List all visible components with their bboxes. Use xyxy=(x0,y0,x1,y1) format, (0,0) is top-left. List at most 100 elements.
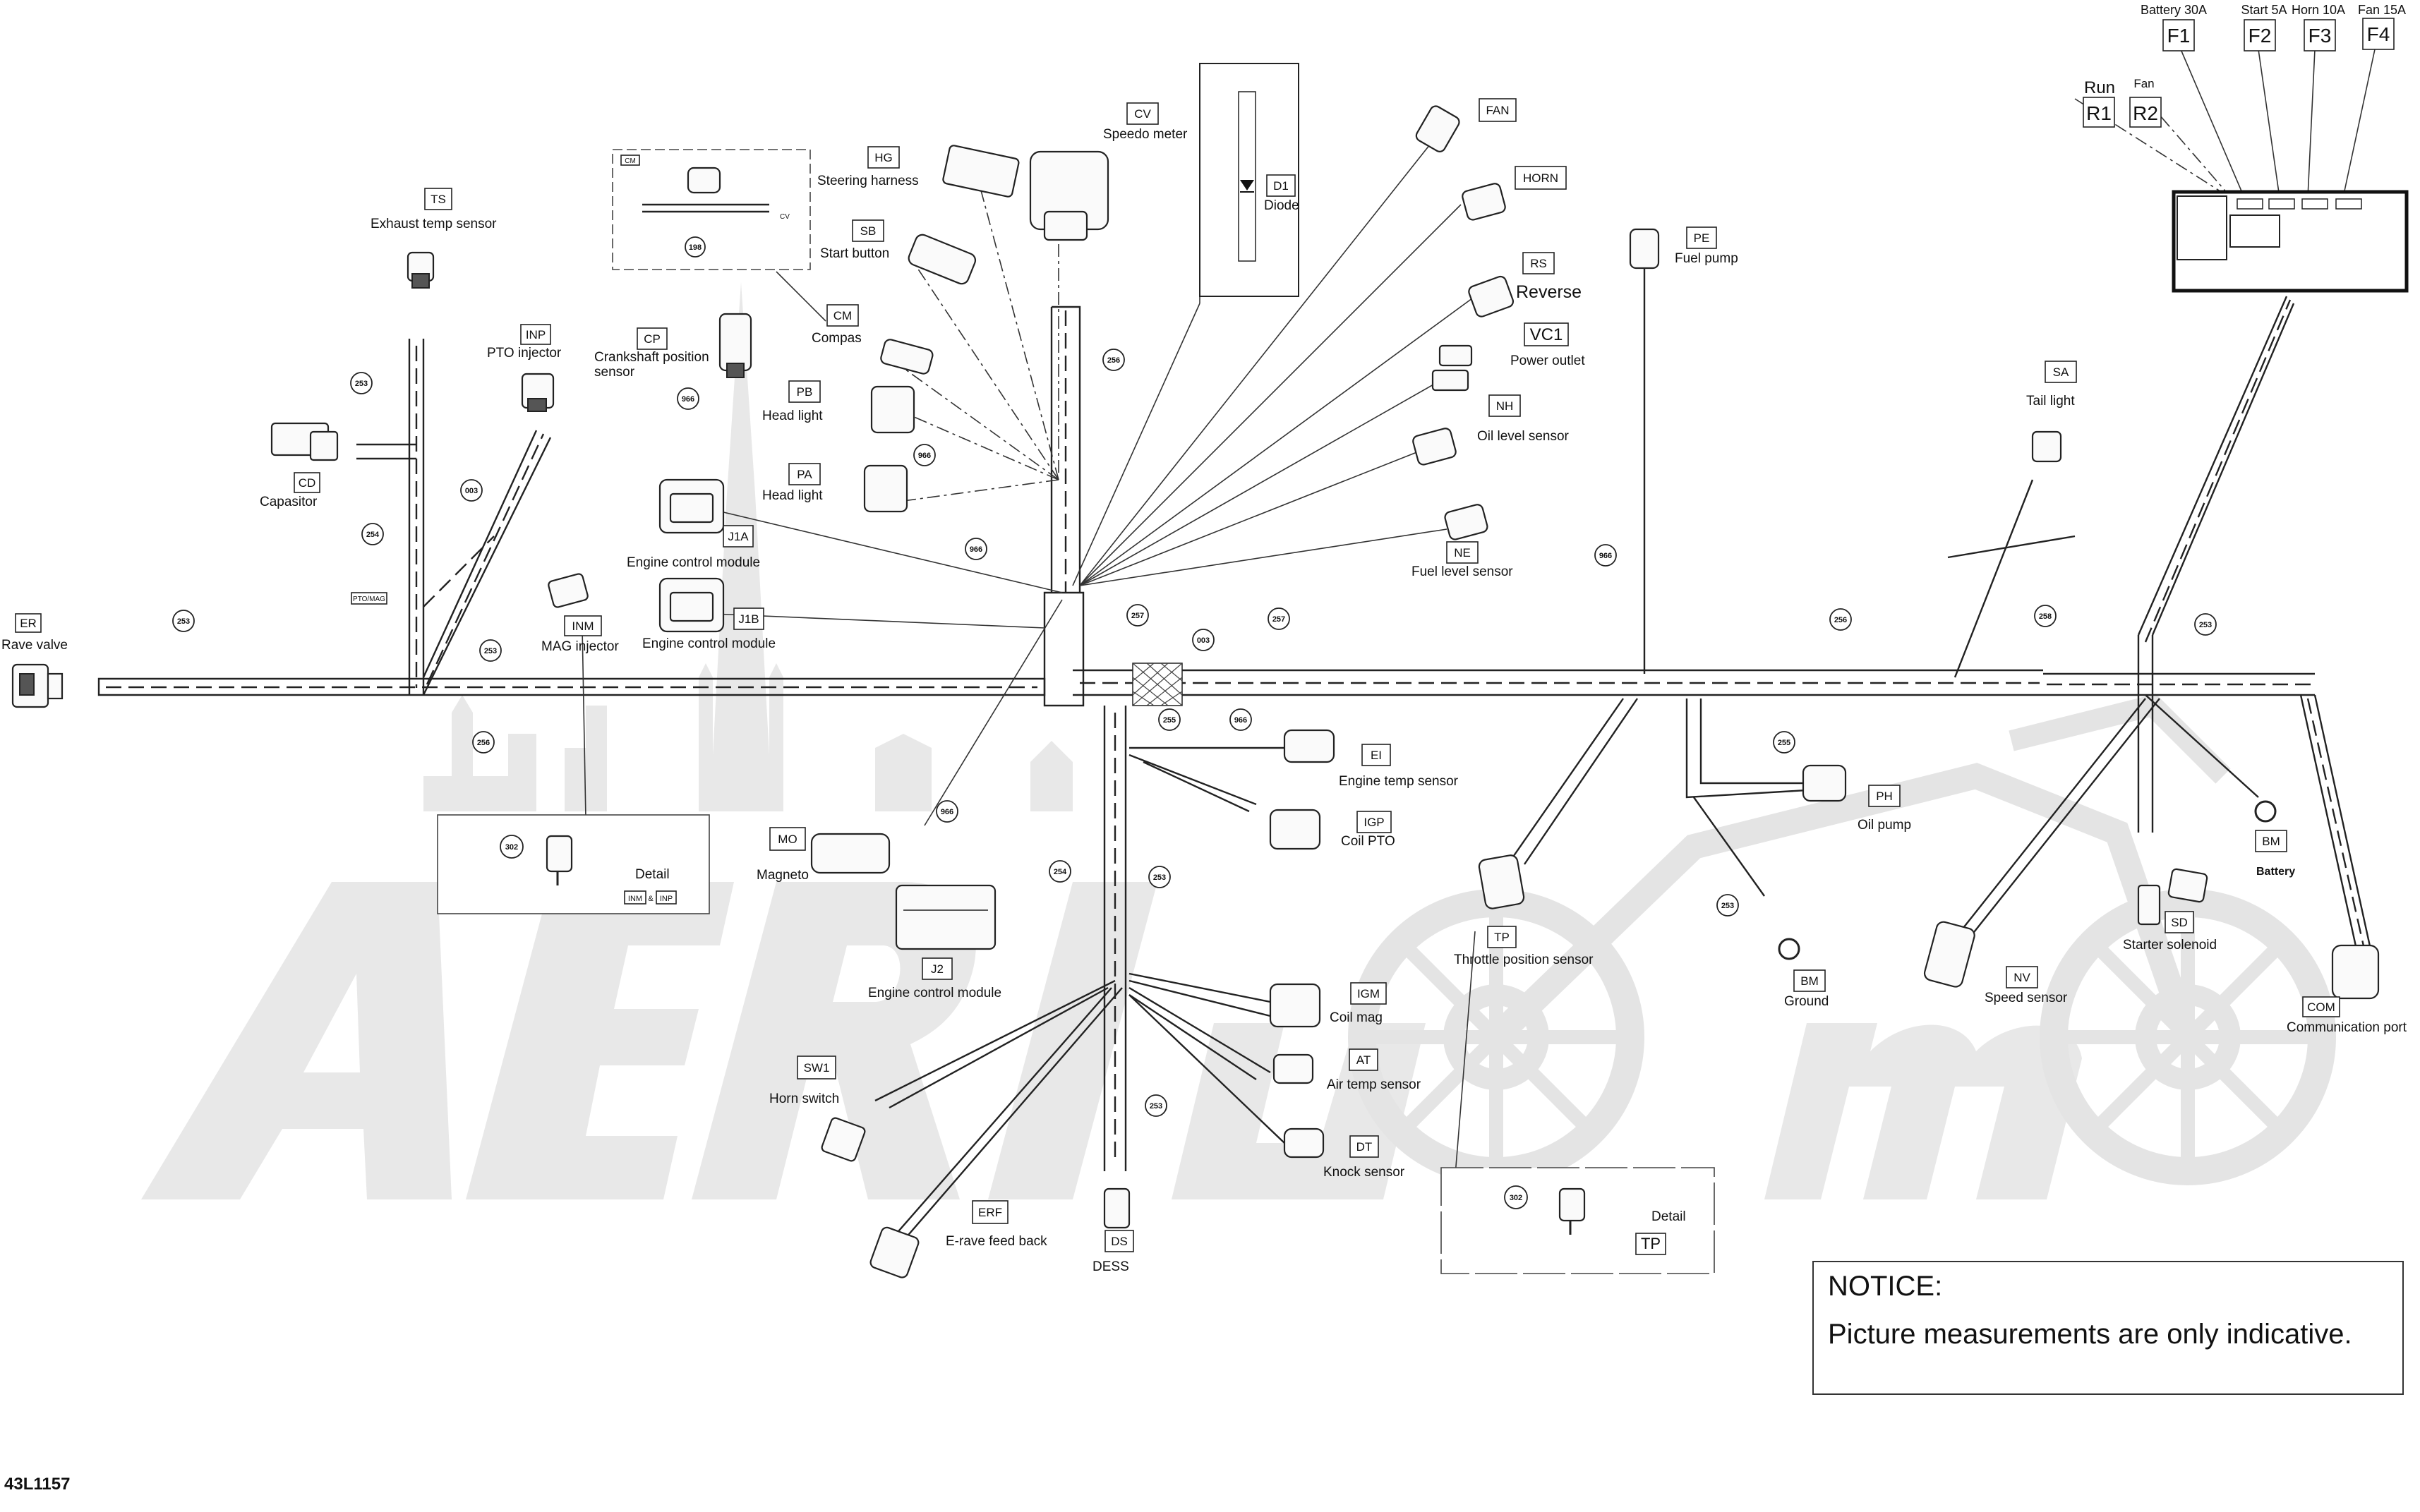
label-ecm-j1b: Engine control module xyxy=(642,636,776,651)
starter-solenoid-connector xyxy=(2137,868,2208,926)
callout-966: 966 xyxy=(677,387,699,410)
throttle-detail-tag: TP xyxy=(1641,1235,1661,1252)
code-inm: INM xyxy=(572,619,594,633)
code-cv: CV xyxy=(1134,107,1151,121)
callout-256: 256 xyxy=(1102,349,1125,371)
label-mag-injector: MAG injector xyxy=(541,639,619,654)
callout-003: 003 xyxy=(1192,629,1215,651)
code-hg: HG xyxy=(874,151,893,164)
magneto-connector xyxy=(810,833,891,874)
watermark xyxy=(141,282,2336,1199)
capacitor-connector xyxy=(270,422,339,461)
svg-text:255: 255 xyxy=(1778,739,1790,747)
callout-253: 253 xyxy=(479,639,502,662)
callout-253: 253 xyxy=(1148,866,1171,888)
code-j1a: J1A xyxy=(728,530,749,543)
battery-terminal xyxy=(2254,800,2277,823)
label-dess: DESS xyxy=(1092,1259,1129,1274)
injector-detail-inset: 302 Detail INM & INP xyxy=(437,814,710,914)
svg-text:198: 198 xyxy=(689,243,702,252)
callout-253: 253 xyxy=(1145,1094,1167,1117)
label-pto-injector: PTO injector xyxy=(487,346,562,361)
label-rave-valve: Rave valve xyxy=(1,638,68,653)
svg-text:003: 003 xyxy=(465,487,478,495)
label-battery: Battery xyxy=(2256,866,2295,878)
head-light-pa-connector xyxy=(863,464,908,513)
code-pa: PA xyxy=(797,468,812,481)
code-sw1: SW1 xyxy=(804,1061,830,1075)
knock-sensor-connector xyxy=(1283,1127,1325,1159)
fuse-f4-code: F4 xyxy=(2367,23,2390,45)
svg-text:256: 256 xyxy=(1107,356,1120,365)
fuel-pump-connector xyxy=(1629,228,1660,270)
drawing-number: 43L1157 xyxy=(4,1475,71,1494)
callout-966: 966 xyxy=(913,444,936,466)
injector-detail-tag-inp: INP xyxy=(660,895,673,903)
label-head-light-pa: Head light xyxy=(762,488,823,503)
exhaust-temp-sensor-connector xyxy=(407,251,435,289)
svg-text:253: 253 xyxy=(1721,902,1734,910)
throttle-detail-inset: 302 Detail TP xyxy=(1440,1167,1715,1274)
svg-text:253: 253 xyxy=(1150,1102,1162,1111)
fuse-f3-box xyxy=(2304,19,2336,52)
callout-253: 253 xyxy=(172,610,195,632)
callout-253: 253 xyxy=(2194,613,2217,636)
code-cm: CM xyxy=(833,309,852,322)
svg-text:302: 302 xyxy=(1510,1194,1522,1202)
label-crankshaft-sensor: sensor xyxy=(594,365,635,380)
relay-r1-box xyxy=(2083,97,2115,128)
label-fuel-pump: Fuel pump xyxy=(1675,251,1738,266)
label-communication-port: Communication port xyxy=(2287,1020,2407,1035)
svg-text:302: 302 xyxy=(505,843,518,852)
svg-text:257: 257 xyxy=(1131,612,1144,620)
callout-257: 257 xyxy=(1268,607,1290,630)
fuse-f2-box xyxy=(2244,19,2276,52)
code-nv: NV xyxy=(2013,971,2030,984)
code-igp: IGP xyxy=(1363,816,1384,829)
code-rs: RS xyxy=(1530,257,1547,270)
code-er: ER xyxy=(20,617,37,630)
code-ts: TS xyxy=(431,193,446,206)
label-compas: Compas xyxy=(812,331,862,346)
callout-bubbles: 253 253 254 003 253 256 966 966 966 256 … xyxy=(172,349,2217,1117)
code-j2: J2 xyxy=(931,962,944,976)
callout-003: 003 xyxy=(460,479,483,502)
coil-pto-connector xyxy=(1269,809,1321,850)
main-harness-trunk xyxy=(97,268,2373,1250)
fuse-box: Battery 30A F1 Start 5A F2 Horn 10A F3 F… xyxy=(2083,3,2409,293)
fuse-f3-code: F3 xyxy=(2308,25,2332,47)
speedo-meter-connector xyxy=(1029,150,1109,241)
code-nh: NH xyxy=(1496,399,1514,413)
start-button-connector xyxy=(908,234,977,285)
label-reverse: Reverse xyxy=(1516,282,1582,302)
code-erf: ERF xyxy=(978,1206,1002,1219)
callout-254: 254 xyxy=(1049,860,1071,883)
svg-text:253: 253 xyxy=(2199,621,2212,629)
code-at: AT xyxy=(1356,1053,1371,1067)
code-pe: PE xyxy=(1694,231,1710,245)
label-fuel-level-sensor: Fuel level sensor xyxy=(1411,564,1513,579)
tail-light-connector xyxy=(2031,430,2062,463)
svg-text:258: 258 xyxy=(2039,612,2052,621)
throttle-detail-label: Detail xyxy=(1651,1209,1686,1224)
inset-tag-cv: CV xyxy=(780,213,790,221)
throttle-position-connector xyxy=(1478,854,1525,909)
callout-256: 256 xyxy=(1829,608,1852,631)
component-labels: ER Rave valve TS Exhaust temp sensor CD … xyxy=(1,98,2407,1274)
fan-connector xyxy=(1415,105,1460,152)
fuse-f2-code: F2 xyxy=(2249,25,2272,47)
label-speed-sensor: Speed sensor xyxy=(1985,991,2068,1005)
svg-text:966: 966 xyxy=(1599,552,1612,560)
label-horn-switch: Horn switch xyxy=(769,1091,839,1106)
svg-text:966: 966 xyxy=(941,808,953,816)
svg-text:254: 254 xyxy=(1054,868,1067,876)
callout-258: 258 xyxy=(2034,605,2057,627)
fuse-f1-box xyxy=(2162,19,2195,52)
label-coil-mag: Coil mag xyxy=(1330,1010,1383,1025)
label-ecm-j1a: Engine control module xyxy=(627,555,760,570)
code-fan: FAN xyxy=(1486,104,1509,117)
label-tail-light: Tail light xyxy=(2026,394,2075,409)
notice-box: NOTICE: Picture measurements are only in… xyxy=(1812,1261,2404,1395)
svg-text:966: 966 xyxy=(970,545,982,554)
ecm-j1a-connector xyxy=(658,478,725,534)
